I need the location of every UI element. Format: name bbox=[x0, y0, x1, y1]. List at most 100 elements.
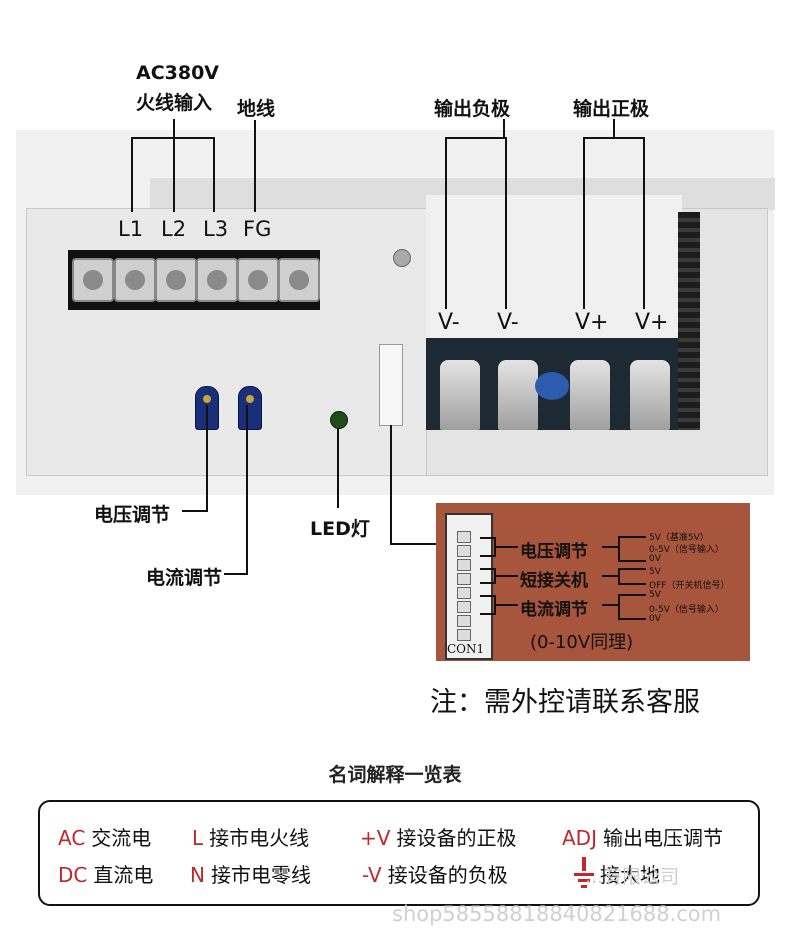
output-positive-label: 输出正极 bbox=[573, 98, 650, 120]
leader-line bbox=[254, 120, 256, 212]
bracket-line bbox=[618, 594, 620, 620]
glossary-key: L bbox=[192, 826, 204, 850]
ground-icon bbox=[574, 857, 594, 888]
pin-label: 5V bbox=[649, 590, 661, 600]
leader-line bbox=[173, 119, 175, 212]
bracket-line bbox=[618, 536, 620, 562]
terminal-screw-fg bbox=[237, 258, 279, 302]
con1-connector bbox=[379, 344, 403, 426]
leader-line bbox=[337, 428, 339, 508]
pin-label: 0V bbox=[649, 614, 661, 624]
shop-watermark: shop58558818840821688.com bbox=[392, 902, 722, 926]
glossary-value: 接设备的负极 bbox=[387, 863, 508, 887]
leader-line bbox=[390, 543, 440, 545]
negative-bracket bbox=[445, 137, 507, 139]
output-post-4 bbox=[630, 360, 670, 430]
voltage-adjust-callout: 电压调节 bbox=[94, 504, 171, 526]
end-screw bbox=[72, 258, 114, 302]
psu-front-panel bbox=[26, 208, 428, 476]
output-label-v-plus-2: V+ bbox=[635, 310, 669, 335]
bracket-line bbox=[494, 575, 518, 577]
output-negative-label: 输出负极 bbox=[434, 98, 511, 120]
pin bbox=[457, 629, 471, 641]
glossary-key: ADJ bbox=[562, 826, 597, 850]
ground-label: 地线 bbox=[237, 98, 276, 120]
terminal-screw-l3 bbox=[196, 258, 238, 302]
leader-line bbox=[505, 137, 507, 309]
pin-label: 5V bbox=[649, 567, 661, 577]
pin bbox=[457, 615, 471, 627]
glossary-item-ground: 接大地 bbox=[600, 859, 660, 888]
con1-strip bbox=[445, 513, 493, 660]
current-adjust-knob bbox=[238, 386, 262, 430]
output-label-v-plus-1: V+ bbox=[575, 310, 609, 335]
external-control-note: 注：需外控请联系客服 bbox=[430, 687, 700, 718]
bracket-line bbox=[618, 536, 646, 538]
bracket-line bbox=[602, 546, 620, 548]
bracket-line bbox=[602, 575, 620, 577]
pin-label: OFF（开关机信号） bbox=[649, 581, 730, 591]
bracket-line bbox=[494, 604, 518, 606]
bracket-line bbox=[618, 568, 646, 570]
bracket-line bbox=[480, 555, 494, 557]
glossary-key: -V bbox=[362, 863, 382, 887]
output-label-panel bbox=[426, 195, 682, 338]
leader-line bbox=[445, 137, 447, 309]
range-note: (0-10V同理) bbox=[530, 632, 634, 653]
bracket-line bbox=[618, 594, 646, 596]
leader-line bbox=[131, 137, 133, 212]
glossary-value: 接设备的正极 bbox=[396, 826, 517, 850]
pin-label: 0V bbox=[649, 554, 661, 564]
output-post-1 bbox=[440, 360, 480, 430]
leader-line bbox=[613, 119, 615, 137]
bracket-line bbox=[480, 595, 494, 597]
leader-line bbox=[206, 405, 208, 510]
output-label-v-minus-1: V- bbox=[438, 310, 460, 335]
heatsink-fins bbox=[678, 212, 700, 430]
terminal-label-l2: L2 bbox=[161, 217, 187, 241]
current-adjust-callout: 电流调节 bbox=[146, 567, 223, 589]
leader-line bbox=[503, 119, 505, 137]
pin bbox=[457, 531, 471, 543]
ac-input-label: AC380V bbox=[136, 62, 220, 84]
leader-line bbox=[213, 137, 215, 212]
terminal-screw-l2 bbox=[155, 258, 197, 302]
pin bbox=[457, 587, 471, 599]
terminal-label-l3: L3 bbox=[203, 217, 229, 241]
terminal-screw-l1 bbox=[114, 258, 156, 302]
glossary-value: 输出电压调节 bbox=[602, 826, 723, 850]
live-input-label: 火线输入 bbox=[136, 92, 213, 114]
bracket-line bbox=[480, 582, 494, 584]
leader-line bbox=[182, 510, 208, 512]
leader-line bbox=[643, 137, 645, 309]
leader-line bbox=[390, 425, 392, 545]
glossary-value: 直流电 bbox=[93, 863, 154, 887]
company-watermark: ...有限公司 bbox=[585, 866, 680, 888]
glossary-key: +V bbox=[360, 826, 391, 850]
output-label-v-minus-2: V- bbox=[497, 310, 519, 335]
leader-line bbox=[246, 405, 248, 575]
bracket-line bbox=[618, 618, 646, 620]
pin bbox=[457, 573, 471, 585]
terminal-label-fg: FG bbox=[243, 217, 272, 241]
glossary-key: N bbox=[190, 863, 205, 887]
bracket-line bbox=[494, 546, 518, 548]
glossary-value: 接市电火线 bbox=[209, 826, 310, 850]
bracket-line bbox=[618, 568, 620, 584]
leader-line bbox=[224, 573, 248, 575]
glossary-key: AC bbox=[58, 826, 86, 850]
function-short-shutdown: 短接关机 bbox=[520, 571, 588, 591]
bracket-line bbox=[480, 613, 494, 615]
glossary-value: 交流电 bbox=[91, 826, 152, 850]
pin bbox=[457, 545, 471, 557]
terminal-label-l1: L1 bbox=[118, 217, 144, 241]
positive-bracket bbox=[583, 137, 645, 139]
output-post-3 bbox=[570, 360, 610, 430]
pin-label: 0-5V（信号输入） bbox=[649, 605, 724, 615]
